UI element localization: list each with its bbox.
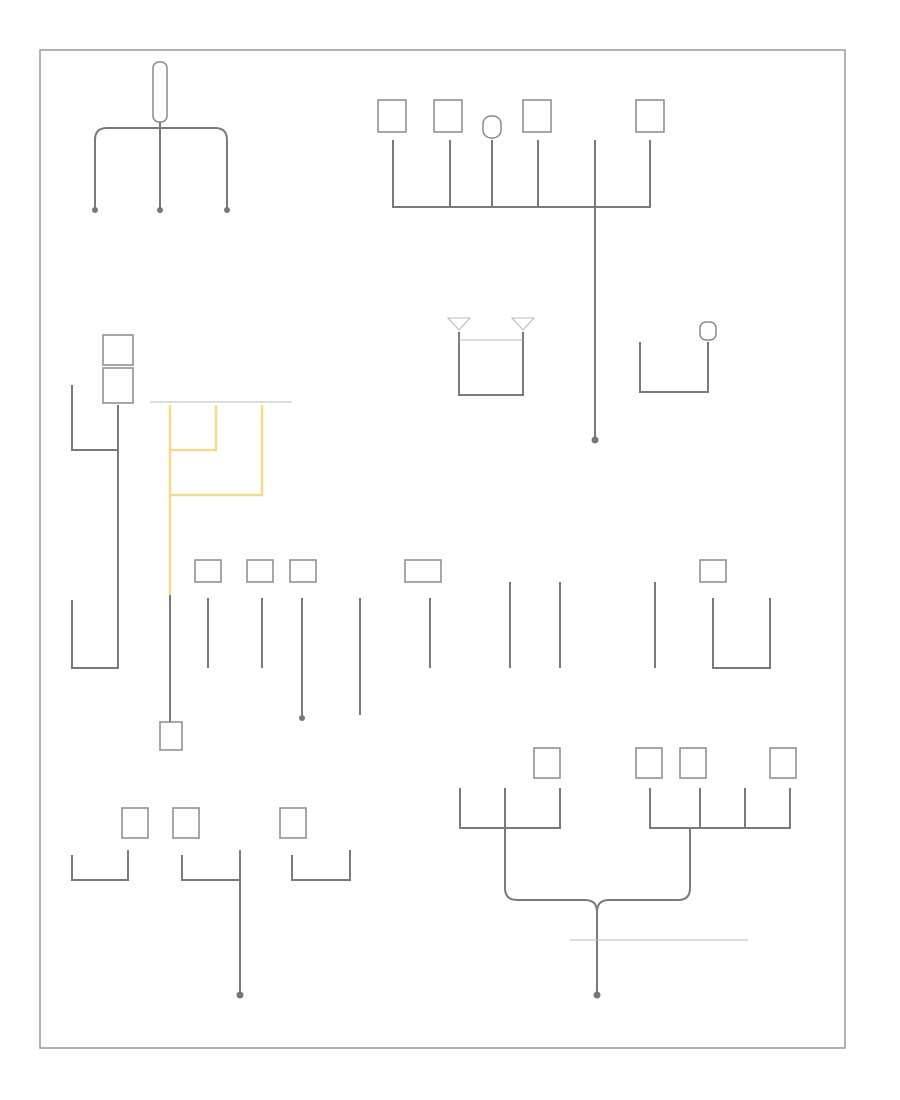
upper-bus-wire [392,140,651,208]
ground-point [224,207,230,213]
lamp-symbol [510,317,536,331]
component-connector [699,321,717,341]
component-connector [279,807,307,839]
component-connector [522,99,552,133]
lamp-loop-wire [458,332,524,396]
component-connector [679,747,707,779]
module-drop-wire [71,450,119,669]
ground-point [157,207,163,213]
component-connector [121,807,149,839]
lower-left-clusters [71,807,351,999]
battery-section [92,61,230,213]
component-connector [289,559,317,583]
component-connector [533,747,561,779]
component-connector [769,747,797,779]
lower-right-clusters [459,747,797,999]
pair-wire [291,850,351,881]
component-connector [246,559,274,583]
middle-right-components [446,317,717,396]
lamp-drop-wire [639,342,709,393]
component-connector [194,559,222,583]
pair-wire [181,850,241,881]
yellow-signal-wire [170,405,218,452]
component-connector [482,115,502,139]
middle-left-components [71,334,292,725]
merge-wire [596,828,691,913]
component-connector [377,99,407,133]
ground-point [593,991,601,999]
relay-module [159,721,183,751]
center-row-components [159,559,771,751]
component-connector [404,559,442,583]
control-module [102,367,134,404]
component-connector [635,99,665,133]
control-module [102,334,134,366]
module-drop-wire [71,385,119,451]
cluster-bus-wire [649,788,791,829]
component-connector [172,807,200,839]
cluster-bus-wire [459,788,561,829]
upper-right-components [377,99,665,444]
merge-wire [504,828,598,913]
ground-point [236,991,244,999]
component-connector [635,747,663,779]
yellow-signal-wire [170,405,264,497]
ground-point [92,207,98,213]
diagram-frame [39,49,846,1049]
component-connector [433,99,463,133]
battery-terminal [152,61,168,123]
pair-wire [71,850,129,881]
center-drop-wire [712,598,771,669]
ground-point [591,436,599,444]
ground-point [299,715,305,721]
lamp-symbol [446,317,472,331]
component-connector [699,559,727,583]
